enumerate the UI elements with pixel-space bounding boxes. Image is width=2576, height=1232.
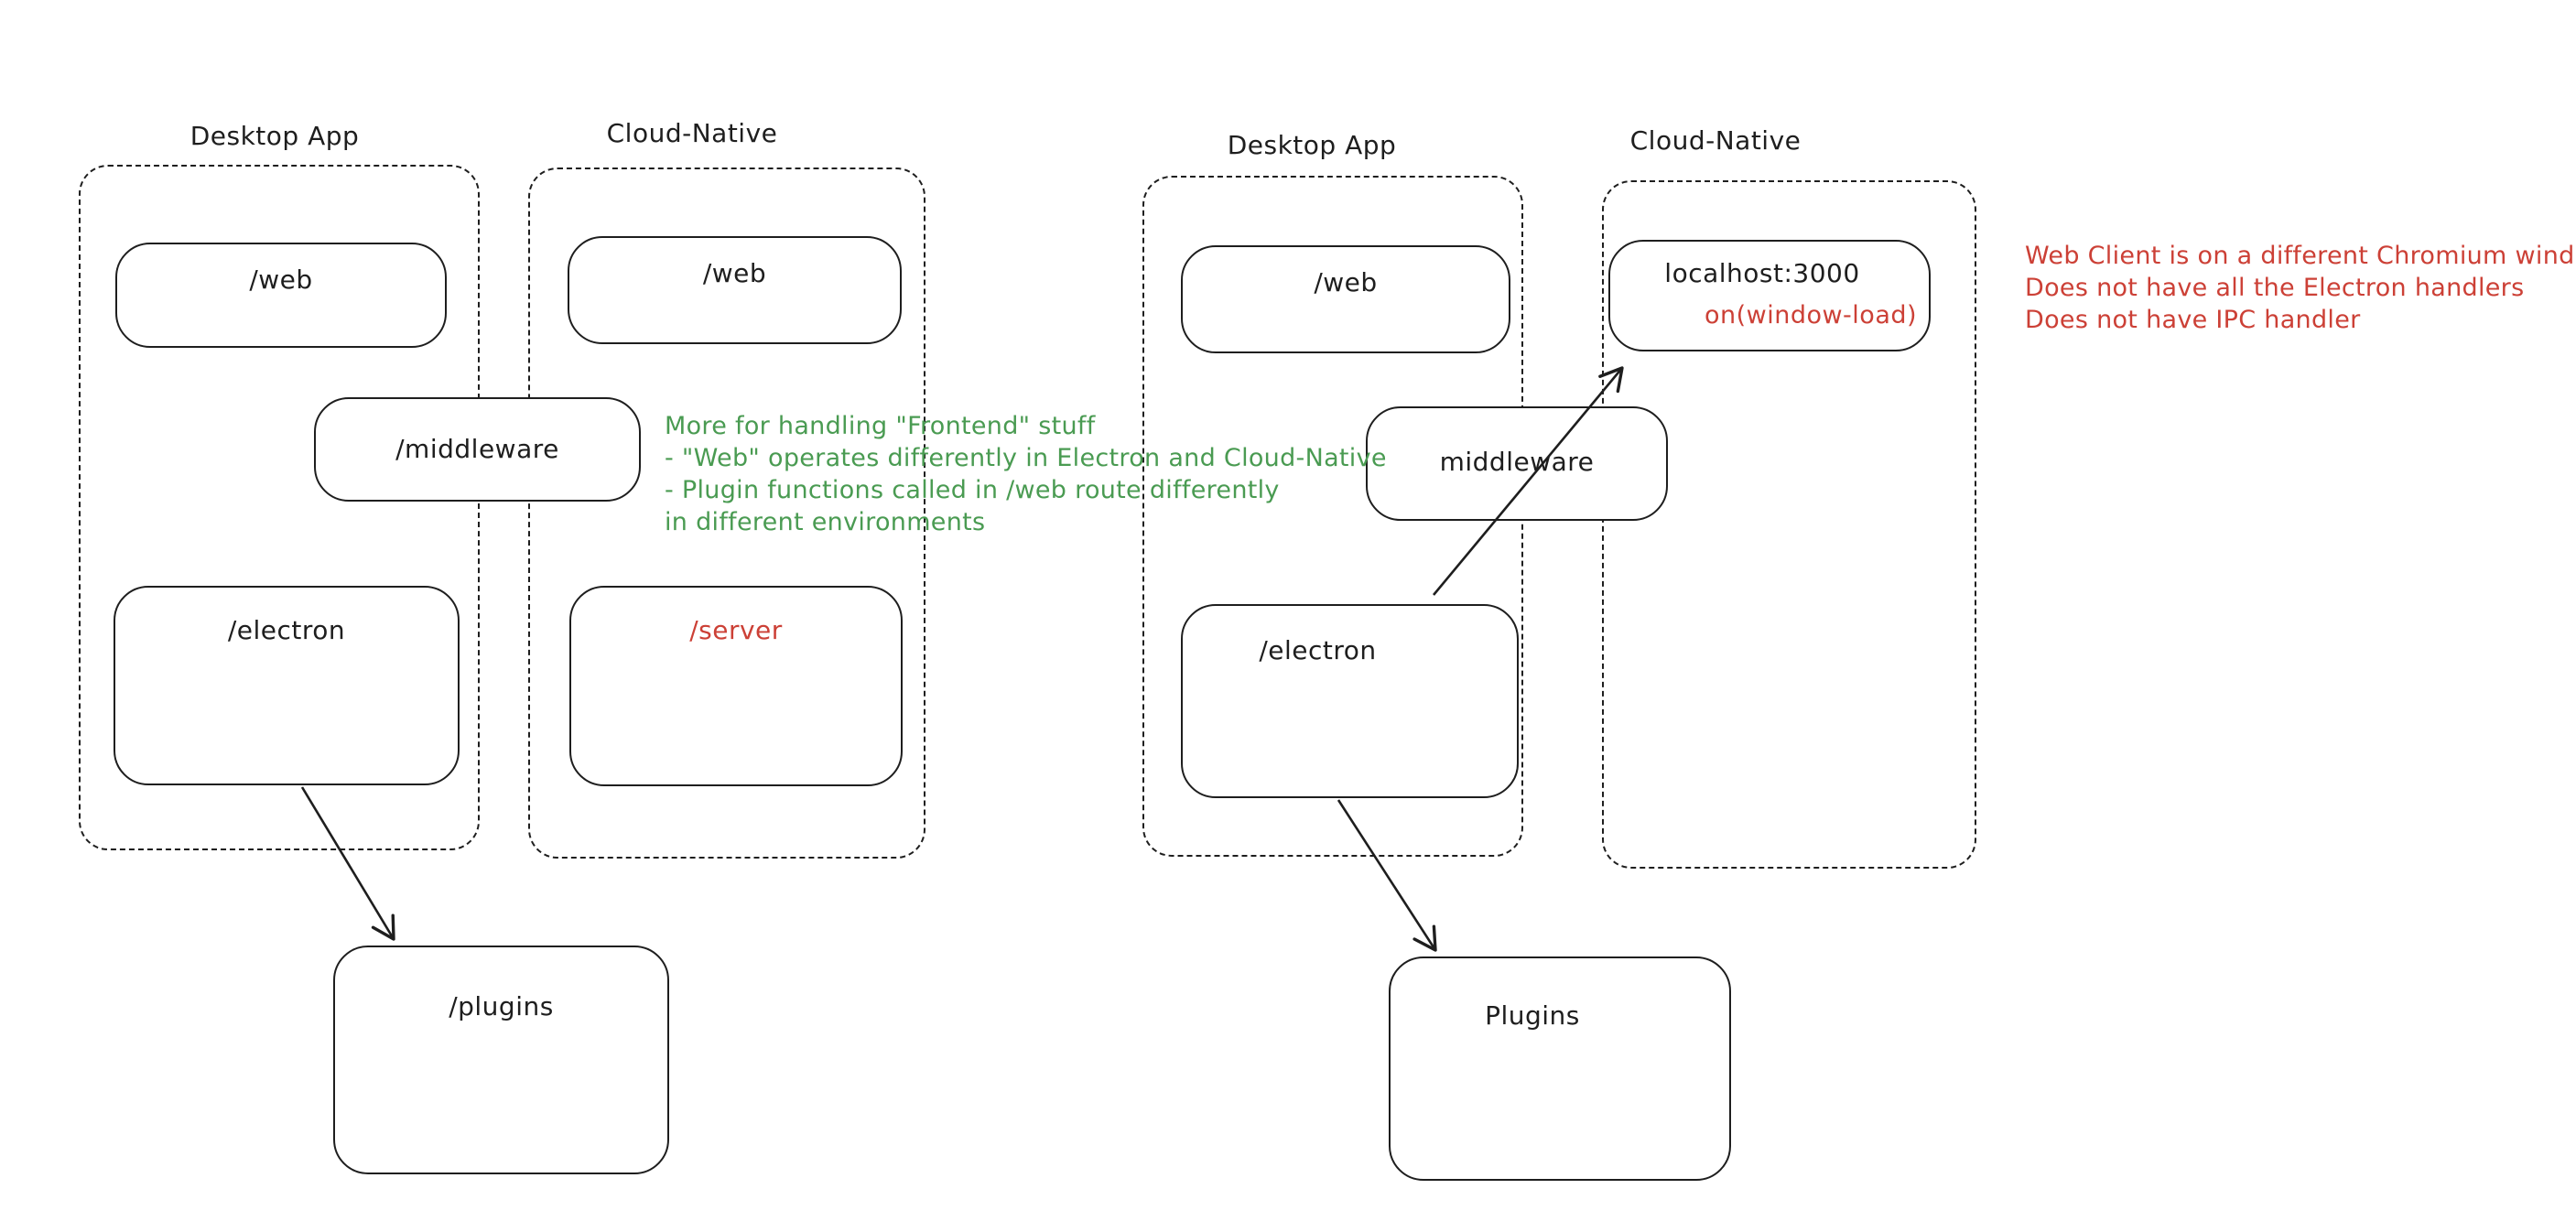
middleware-note-line-2: - "Web" operates differently in Electron…	[665, 444, 1387, 472]
web-client-note[interactable]: Web Client is on a different Chromium wi…	[2025, 240, 2576, 336]
node-plugins-left[interactable]: /plugins	[333, 946, 669, 1174]
node-web-right-label: /web	[1314, 267, 1378, 297]
node-web-cloud-left-label: /web	[702, 258, 767, 288]
node-electron-right-label: /electron	[1259, 635, 1377, 665]
node-server-left-label: /server	[689, 615, 783, 645]
node-electron-right[interactable]: /electron	[1181, 604, 1519, 798]
node-middleware-left-label: /middleware	[395, 434, 559, 464]
middleware-note-line-3: - Plugin functions called in /web route …	[665, 476, 1280, 504]
left-desktop-app-label[interactable]: Desktop App	[189, 121, 360, 151]
middleware-note[interactable]: More for handling "Frontend" stuff - "We…	[665, 410, 1387, 538]
left-cloud-native-label[interactable]: Cloud-Native	[606, 118, 778, 148]
right-cloud-native-label[interactable]: Cloud-Native	[1629, 125, 1802, 156]
node-web-cloud-left[interactable]: /web	[568, 236, 902, 344]
node-middleware-right-label: middleware	[1439, 447, 1595, 477]
node-server-left[interactable]: /server	[569, 586, 903, 786]
node-middleware-left[interactable]: /middleware	[314, 397, 641, 502]
middleware-note-line-1: More for handling "Frontend" stuff	[665, 412, 1096, 440]
on-window-load-label: on(window-load)	[1704, 301, 1918, 330]
node-localhost-3000-label: localhost:3000	[1664, 258, 1860, 288]
node-middleware-right[interactable]: middleware	[1366, 406, 1668, 521]
node-localhost-3000[interactable]: localhost:3000 on(window-load)	[1608, 240, 1931, 351]
web-client-note-line-3: Does not have IPC handler	[2025, 306, 2361, 334]
node-plugins-right-label: Plugins	[1485, 1000, 1580, 1031]
middleware-note-line-4: in different environments	[665, 508, 986, 536]
left-cloud-native-container[interactable]	[528, 168, 925, 859]
node-plugins-right[interactable]: Plugins	[1389, 956, 1731, 1181]
left-desktop-app-container[interactable]	[79, 165, 480, 850]
web-client-note-line-2: Does not have all the Electron handlers	[2025, 274, 2525, 302]
node-plugins-left-label: /plugins	[449, 991, 554, 1021]
node-web-desktop-left-label: /web	[249, 265, 313, 295]
right-desktop-app-label[interactable]: Desktop App	[1227, 130, 1397, 160]
node-web-desktop-left[interactable]: /web	[115, 243, 447, 348]
web-client-note-line-1: Web Client is on a different Chromium wi…	[2025, 242, 2576, 270]
node-electron-left[interactable]: /electron	[114, 586, 460, 785]
node-electron-left-label: /electron	[227, 615, 346, 645]
node-web-right[interactable]: /web	[1181, 245, 1510, 353]
